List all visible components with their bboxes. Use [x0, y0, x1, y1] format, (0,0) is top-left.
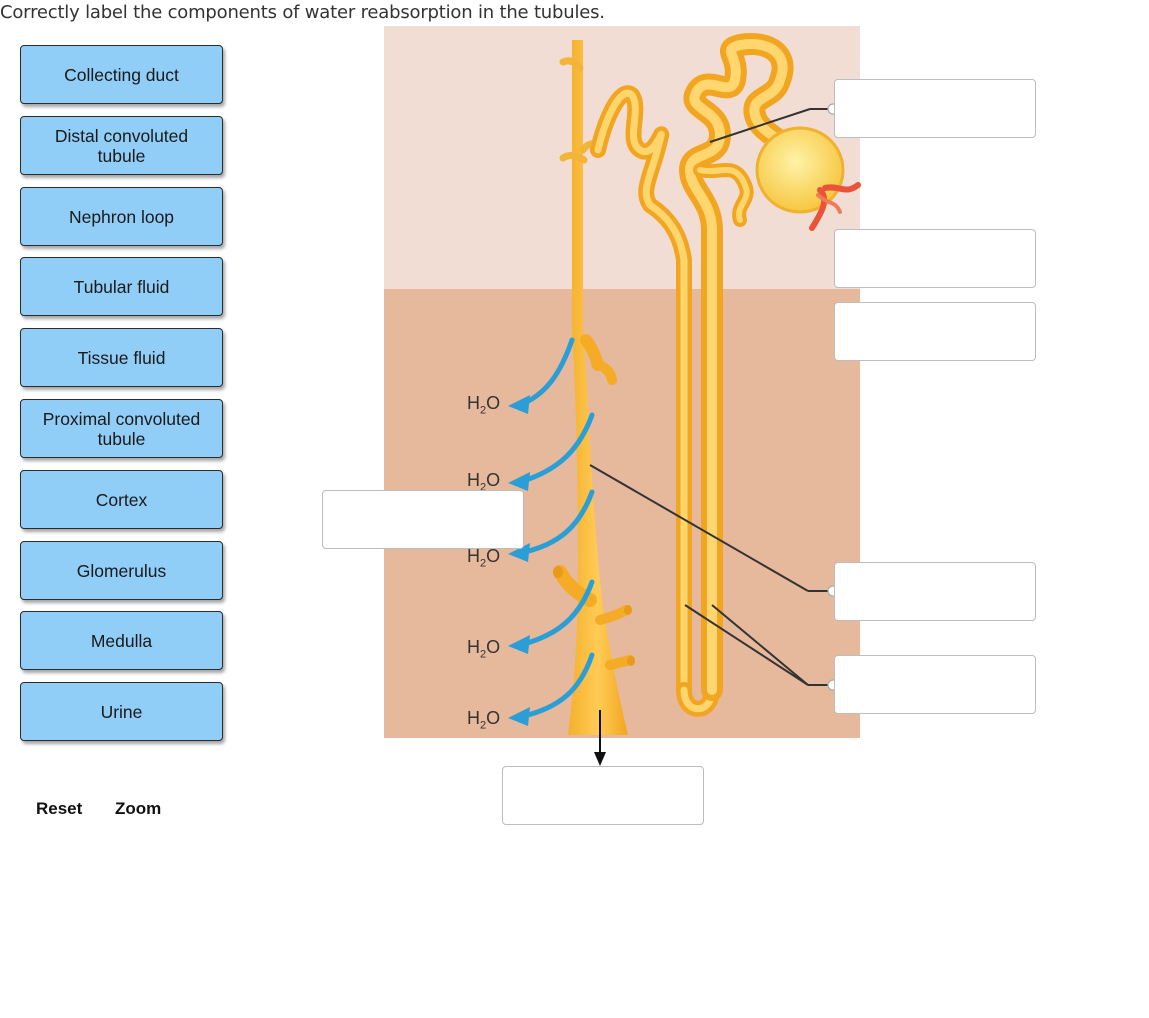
label-distal-convoluted-tubule[interactable]: Distal convoluted tubule — [20, 116, 223, 175]
label-collecting-duct[interactable]: Collecting duct — [20, 45, 223, 104]
label-medulla[interactable]: Medulla — [20, 611, 223, 670]
collecting-duct — [553, 40, 635, 735]
water-h: H — [467, 546, 480, 566]
water-o: O — [486, 637, 501, 657]
urine-arrowhead — [594, 752, 606, 766]
drop-zone-distal[interactable] — [834, 79, 1036, 138]
label-glomerulus[interactable]: Glomerulus — [20, 541, 223, 600]
water-label: H2O — [467, 637, 500, 661]
drop-zone-cortex[interactable] — [834, 229, 1036, 288]
water-o: O — [486, 393, 501, 413]
water-label: H2O — [467, 708, 500, 732]
drop-zone-nephron-loop[interactable] — [834, 655, 1036, 714]
drop-zone-tubular-fluid[interactable] — [834, 562, 1036, 621]
drop-zone-tissue-fluid[interactable] — [322, 490, 524, 549]
label-text: Glomerulus — [76, 560, 167, 581]
water-h: H — [467, 470, 480, 490]
label-text: Cortex — [95, 489, 148, 510]
water-sub: 2 — [480, 557, 487, 570]
label-proximal-convoluted-tubule[interactable]: Proximal convoluted tubule — [20, 399, 223, 458]
water-label: H2O — [467, 546, 500, 570]
water-o: O — [486, 708, 501, 728]
label-urine[interactable]: Urine — [20, 682, 223, 741]
label-cortex[interactable]: Cortex — [20, 470, 223, 529]
water-h: H — [467, 637, 480, 657]
drop-zone-medulla[interactable] — [834, 302, 1036, 361]
label-tissue-fluid[interactable]: Tissue fluid — [20, 328, 223, 387]
label-tubular-fluid[interactable]: Tubular fluid — [20, 257, 223, 316]
reset-button[interactable]: Reset — [36, 799, 83, 818]
label-text: Collecting duct — [64, 64, 179, 85]
water-label: H2O — [467, 470, 500, 494]
water-arrowheads — [508, 395, 530, 726]
label-text: Medulla — [90, 630, 153, 651]
label-text: Tubular fluid — [73, 276, 170, 297]
water-o: O — [486, 546, 501, 566]
water-sub: 2 — [480, 481, 487, 494]
water-sub: 2 — [480, 404, 487, 417]
water-o: O — [486, 470, 501, 490]
label-nephron-loop[interactable]: Nephron loop — [20, 187, 223, 246]
water-label: H2O — [467, 393, 500, 417]
question-text: Correctly label the components of water … — [0, 2, 605, 23]
label-text: Nephron loop — [68, 206, 175, 227]
nephron-tubule — [590, 33, 806, 717]
water-sub: 2 — [480, 648, 487, 661]
water-h: H — [467, 393, 480, 413]
water-sub: 2 — [480, 719, 487, 732]
water-h: H — [467, 708, 480, 728]
label-text: Tissue fluid — [77, 347, 166, 368]
label-text: Urine — [100, 701, 143, 722]
glomerulus-capsule — [755, 126, 861, 231]
label-text: Proximal convoluted tubule — [42, 408, 201, 449]
drop-zone-urine[interactable] — [502, 766, 704, 825]
zoom-button[interactable]: Zoom — [115, 799, 162, 818]
label-text: Distal convoluted tubule — [54, 125, 189, 166]
leader-lines — [589, 108, 832, 686]
